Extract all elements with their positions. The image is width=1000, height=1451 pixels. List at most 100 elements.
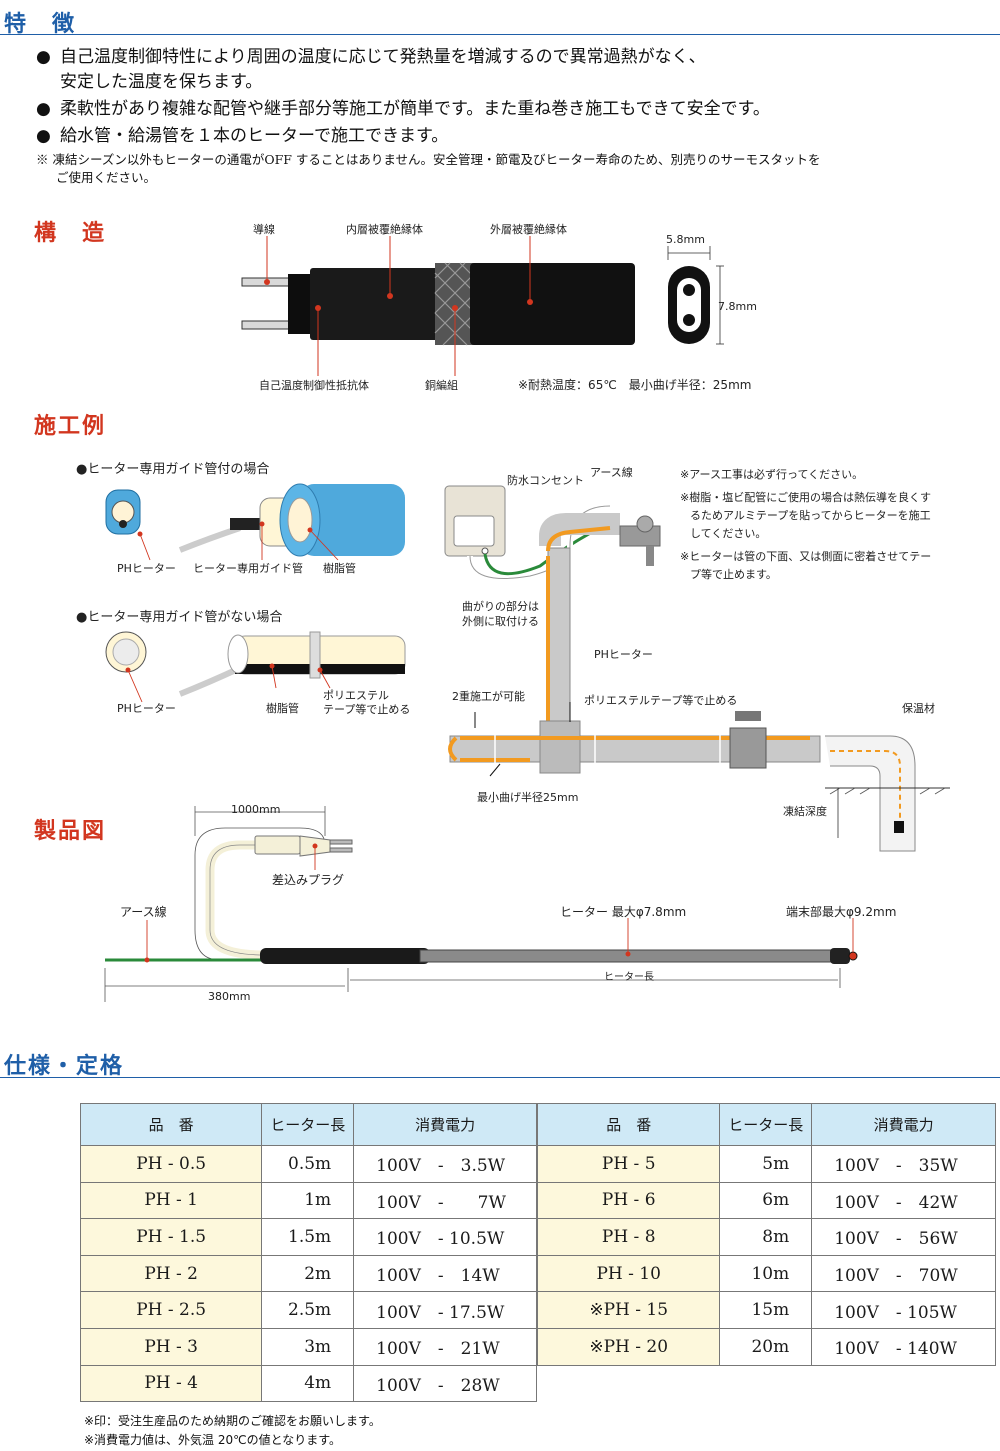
plug [254, 835, 301, 855]
header-code: 品 番 [79, 1103, 263, 1146]
case2-diagram [105, 631, 406, 703]
structure-spec-note: ※耐熱温度：65℃ 最小曲げ半径：25mm [518, 378, 752, 392]
cell-length: 3m [261, 1327, 355, 1366]
cell-power: 100V - 70W [811, 1254, 996, 1293]
cell-length: 15m [719, 1291, 813, 1329]
header-power: 消費電力 [811, 1103, 996, 1146]
cell-code: PH - 1 [79, 1181, 263, 1220]
case2-label-tape1: ポリエステル [323, 689, 389, 702]
label-heater-max: ヒーター 最大φ7.8mm [560, 905, 687, 919]
case2-title: ●ヒーター専用ガイド管がない場合 [76, 610, 283, 625]
insulation [825, 735, 916, 852]
label-bend-2: 外側に取付ける [462, 615, 539, 628]
cell-length: 6m [719, 1181, 813, 1220]
cell-length: 4m [261, 1364, 355, 1403]
label-ph-heater: PHヒーター [594, 648, 653, 661]
section-title-product: 製品図 [34, 819, 107, 844]
cell-power: 100V - 28W [353, 1364, 537, 1403]
label-height: 7.8mm [718, 300, 757, 313]
cell-length: 0.5m [261, 1145, 355, 1183]
cell-length: 1m [261, 1181, 355, 1220]
cable-structure-diagram [241, 236, 724, 376]
case2-label-tape2: テープ等で止める [323, 703, 411, 716]
inner-insulation [310, 268, 440, 340]
cell-length: 20m [719, 1327, 813, 1366]
cell-code: PH - 0.5 [79, 1145, 263, 1183]
label-earth: アース線 [590, 466, 633, 479]
product-diagram [104, 806, 858, 1002]
label-conductor: 導線 [253, 223, 275, 236]
case1-diagram [105, 483, 405, 561]
feature-note-continued: ご使用ください。 [56, 170, 157, 185]
section-title-features: 特 徴 [4, 12, 77, 37]
cell-power: 100V - 14W [353, 1254, 537, 1293]
install-note: ※アース工事は必ず行ってください。 [680, 468, 864, 481]
cell-length: 10m [719, 1254, 813, 1293]
label-end-max: 端末部最大φ9.2mm [786, 905, 897, 919]
feature-item: ●柔軟性があり複雑な配管や継手部分等施工が簡単です。また重ね巻き施工もできて安全… [36, 99, 770, 119]
header-length: ヒーター長 [719, 1103, 813, 1146]
cell-length: 5m [719, 1145, 813, 1183]
label-1000mm: 1000mm [231, 803, 281, 816]
cell-code: PH - 10 [536, 1254, 721, 1293]
cell-power: 100V - 35W [811, 1145, 996, 1183]
feature-item: ●自己温度制御特性により周囲の温度に応じて発熱量を増減するので異常過熱がなく、 [36, 47, 706, 67]
feature-item: ●給水管・給湯管を１本のヒーターで施工できます。 [36, 126, 449, 146]
case2-label-ph: PHヒーター [117, 702, 176, 715]
vertical-pipe [547, 547, 571, 734]
cell-power: 100V - 21W [353, 1327, 537, 1366]
outer-insulation [470, 263, 635, 345]
heater-junction [260, 948, 430, 964]
section-divider [0, 1077, 1000, 1078]
cell-power: 100V - 10.5W [353, 1218, 537, 1256]
case1-label-guide: ヒーター専用ガイド管 [193, 562, 303, 575]
label-double: 2重施工が可能 [452, 690, 525, 703]
section-divider [0, 34, 1000, 35]
label-copper-braid: 銅編組 [425, 379, 458, 392]
table-header-row: 品 番 ヒーター長 消費電力 [536, 1103, 996, 1146]
label-min-bend: 最小曲げ半径25mm [477, 791, 579, 804]
cell-code: PH - 2 [79, 1254, 263, 1293]
cell-length: 8m [719, 1218, 813, 1256]
cell-power: 100V - 105W [811, 1291, 996, 1329]
header-power: 消費電力 [353, 1103, 537, 1146]
case1-title: ●ヒーター専用ガイド管付の場合 [76, 462, 270, 477]
cell-code: PH - 1.5 [79, 1218, 263, 1256]
case1-label-resin: 樹脂管 [323, 562, 356, 575]
feature-item-continued: 安定した温度を保ちます。 [60, 72, 263, 92]
label-plug: 差込みプラグ [272, 873, 345, 887]
label-outlet: 防水コンセント [507, 474, 584, 487]
table-header-row: 品 番 ヒーター長 消費電力 [79, 1103, 537, 1146]
header-code: 品 番 [536, 1103, 721, 1146]
cell-power: 100V - 140W [811, 1327, 996, 1366]
cell-code: PH - 3 [79, 1327, 263, 1366]
cell-code: PH - 5 [536, 1145, 721, 1183]
case2-label-resin: 樹脂管 [266, 702, 299, 715]
label-inner-insulation: 内層被覆絶縁体 [346, 223, 423, 236]
cell-length: 2.5m [261, 1291, 355, 1329]
label-outer-insulation: 外層被覆絶縁体 [490, 223, 567, 236]
section-title-spec: 仕様・定格 [4, 1054, 125, 1079]
braid-pattern [434, 262, 476, 346]
install-note: るためアルミテープを貼ってからヒーターを施工 [690, 509, 931, 522]
cell-code: PH - 6 [536, 1181, 721, 1220]
cell-power: 100V - 17.5W [353, 1291, 537, 1329]
install-note: ※樹脂・塩ビ配管にご使用の場合は熱伝導を良くす [680, 491, 931, 504]
header-length: ヒーター長 [261, 1103, 355, 1146]
piping-installation-diagram [444, 485, 950, 852]
section-title-structure: 構 造 [34, 221, 107, 246]
cell-length: 1.5m [261, 1218, 355, 1256]
install-note: してください。 [690, 527, 767, 540]
